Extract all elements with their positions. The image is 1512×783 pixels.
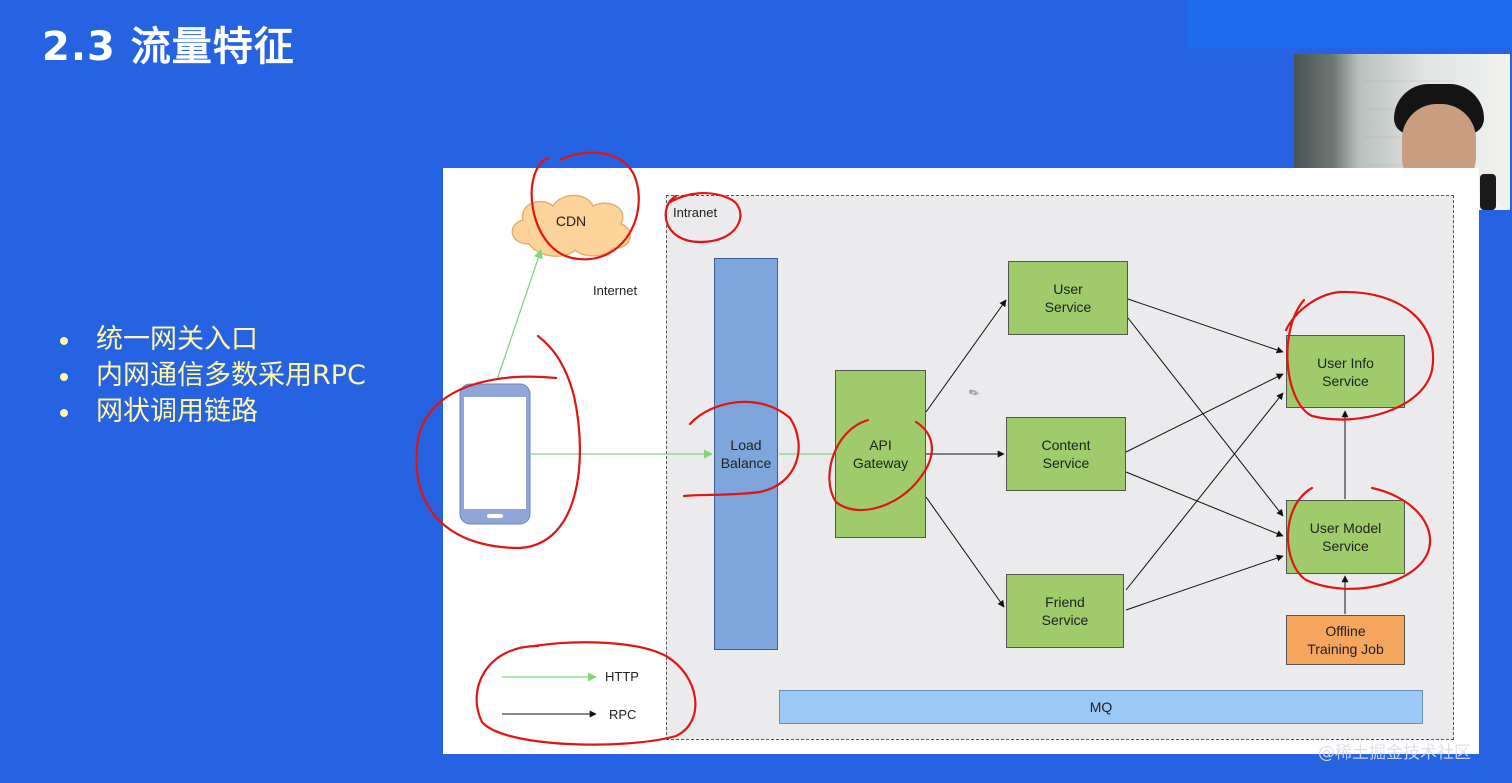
user-model-service-box: User Model Service — [1286, 500, 1405, 574]
watermark: @稀土掘金技术社区 — [1318, 743, 1471, 763]
content-service-box: Content Service — [1006, 417, 1126, 491]
cdn-label: CDN — [555, 213, 587, 229]
bullet-item: 内网通信多数采用RPC — [58, 358, 366, 394]
user-info-service-box: User Info Service — [1286, 335, 1405, 408]
slide-title: 2.3 流量特征 — [42, 24, 295, 70]
bullet-item: 网状调用链路 — [58, 394, 366, 430]
mobile-phone-icon — [459, 383, 531, 525]
legend-rpc-label: RPC — [609, 707, 637, 722]
architecture-diagram: CDN Intranet Internet Load Balance API G… — [443, 168, 1479, 754]
offline-training-job-box: Offline Training Job — [1286, 615, 1405, 665]
bullet-item: 统一网关入口 — [58, 322, 366, 358]
user-service-box: User Service — [1008, 261, 1128, 335]
mq-bar: MQ — [779, 690, 1423, 724]
load-balance-box: Load Balance — [714, 258, 778, 650]
intranet-label: Intranet — [673, 205, 718, 220]
api-gateway-box: API Gateway — [835, 370, 926, 538]
friend-service-box: Friend Service — [1006, 574, 1124, 648]
internet-label: Internet — [593, 283, 638, 298]
bullet-list: 统一网关入口 内网通信多数采用RPC 网状调用链路 — [58, 322, 366, 430]
top-right-banner — [1188, 0, 1512, 48]
legend-http-label: HTTP — [605, 669, 639, 684]
